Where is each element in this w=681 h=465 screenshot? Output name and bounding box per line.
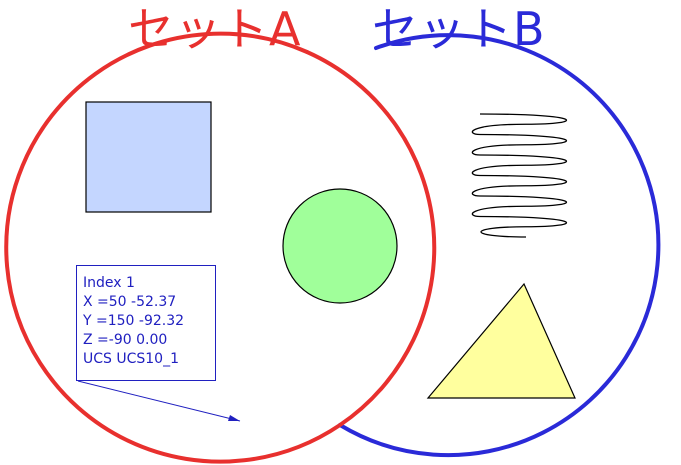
circle-shape xyxy=(282,188,398,304)
annotation-arrowhead xyxy=(228,415,240,421)
annotation-leader-line xyxy=(77,380,241,422)
annotation-x: X =50 -52.37 xyxy=(83,294,177,310)
set-a-title: セットA xyxy=(128,2,302,56)
set-a-arc-overlap xyxy=(305,50,437,427)
set-b-circle xyxy=(338,33,661,458)
annotation-y: Y =150 -92.32 xyxy=(83,313,185,329)
spring-shape xyxy=(471,113,568,238)
square-shape xyxy=(85,101,212,213)
triangle-shape xyxy=(426,282,576,399)
annotation-ucs: UCS UCS10_1 xyxy=(83,351,179,367)
set-b-title: セットB xyxy=(372,2,546,56)
annotation-z: Z =-90 0.00 xyxy=(83,332,168,348)
coordinate-annotation-box: Index 1 X =50 -52.37 Y =150 -92.32 Z =-9… xyxy=(76,265,216,381)
set-a-circle xyxy=(4,31,342,464)
annotation-index: Index 1 xyxy=(83,275,135,291)
